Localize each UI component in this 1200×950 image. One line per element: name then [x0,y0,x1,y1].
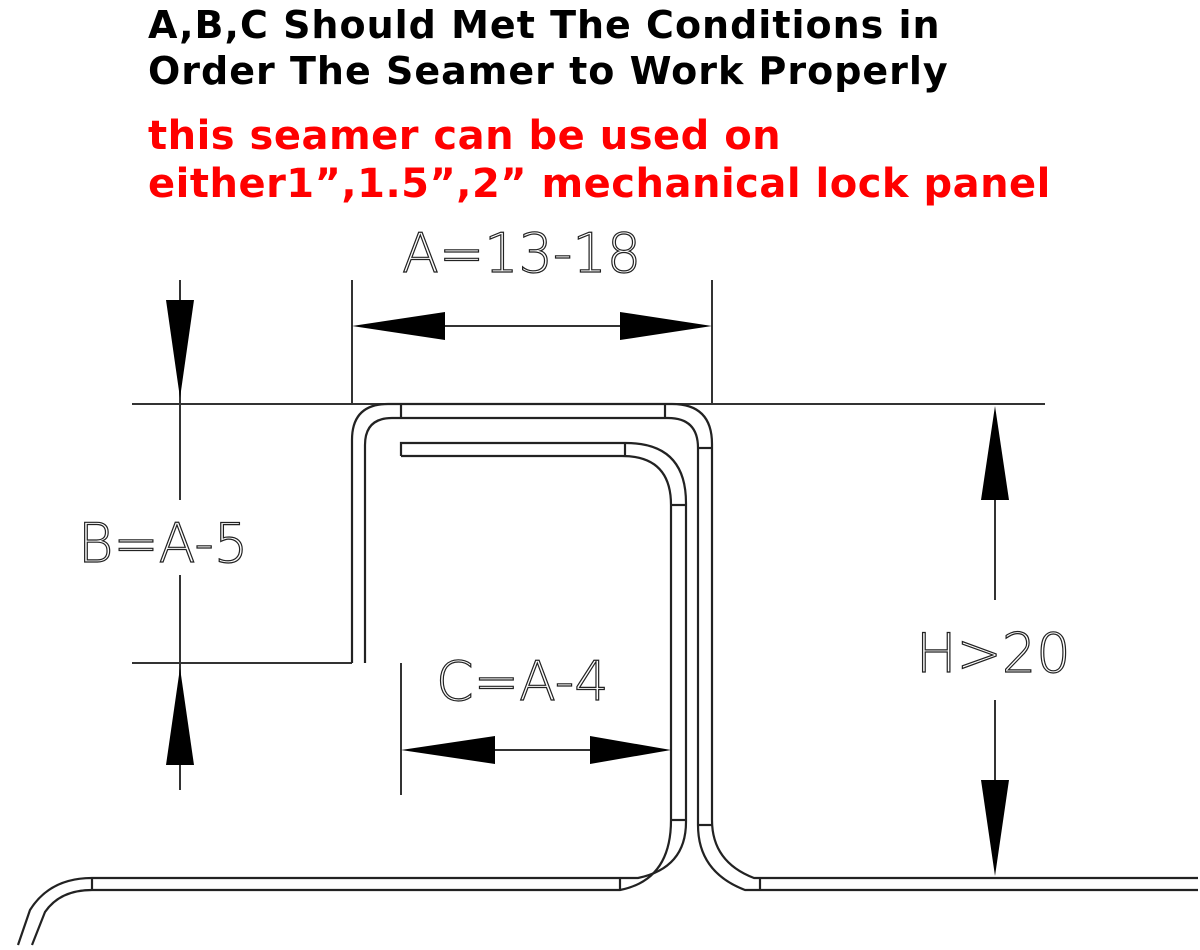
note: this seamer can be used on either1”,1.5”… [148,112,1198,208]
inner-hook-outer-edge [16,441,688,946]
arrow-c-right [590,736,671,764]
outer-hook-inner-edge [363,416,1198,892]
arrow-a-right [620,312,712,340]
dimension-label-a: A=13-18 [402,222,641,285]
seam-profile [16,402,1198,946]
heading-line-1: A,B,C Should Met The Conditions in [148,3,941,47]
outer-hook-outer-edge [350,402,1198,880]
note-line-2: either1”,1.5”,2” mechanical lock panel [148,161,1051,207]
arrow-h-top [981,406,1009,500]
heading-line-2: Order The Seamer to Work Properly [148,49,949,93]
arrow-b-top [166,300,194,398]
heading: A,B,C Should Met The Conditions in Order… [148,2,1148,94]
inner-hook-inner-edge [30,454,673,946]
note-line-1: this seamer can be used on [148,113,782,159]
dimension-label-b: B=A-5 [78,512,248,575]
dimension-label-c: C=A-4 [436,650,609,713]
arrow-c-left [401,736,495,764]
arrow-h-bottom [981,780,1009,876]
arrow-a-left [352,312,445,340]
dimension-label-h: H>20 [916,622,1071,685]
arrow-b-bottom [166,668,194,765]
